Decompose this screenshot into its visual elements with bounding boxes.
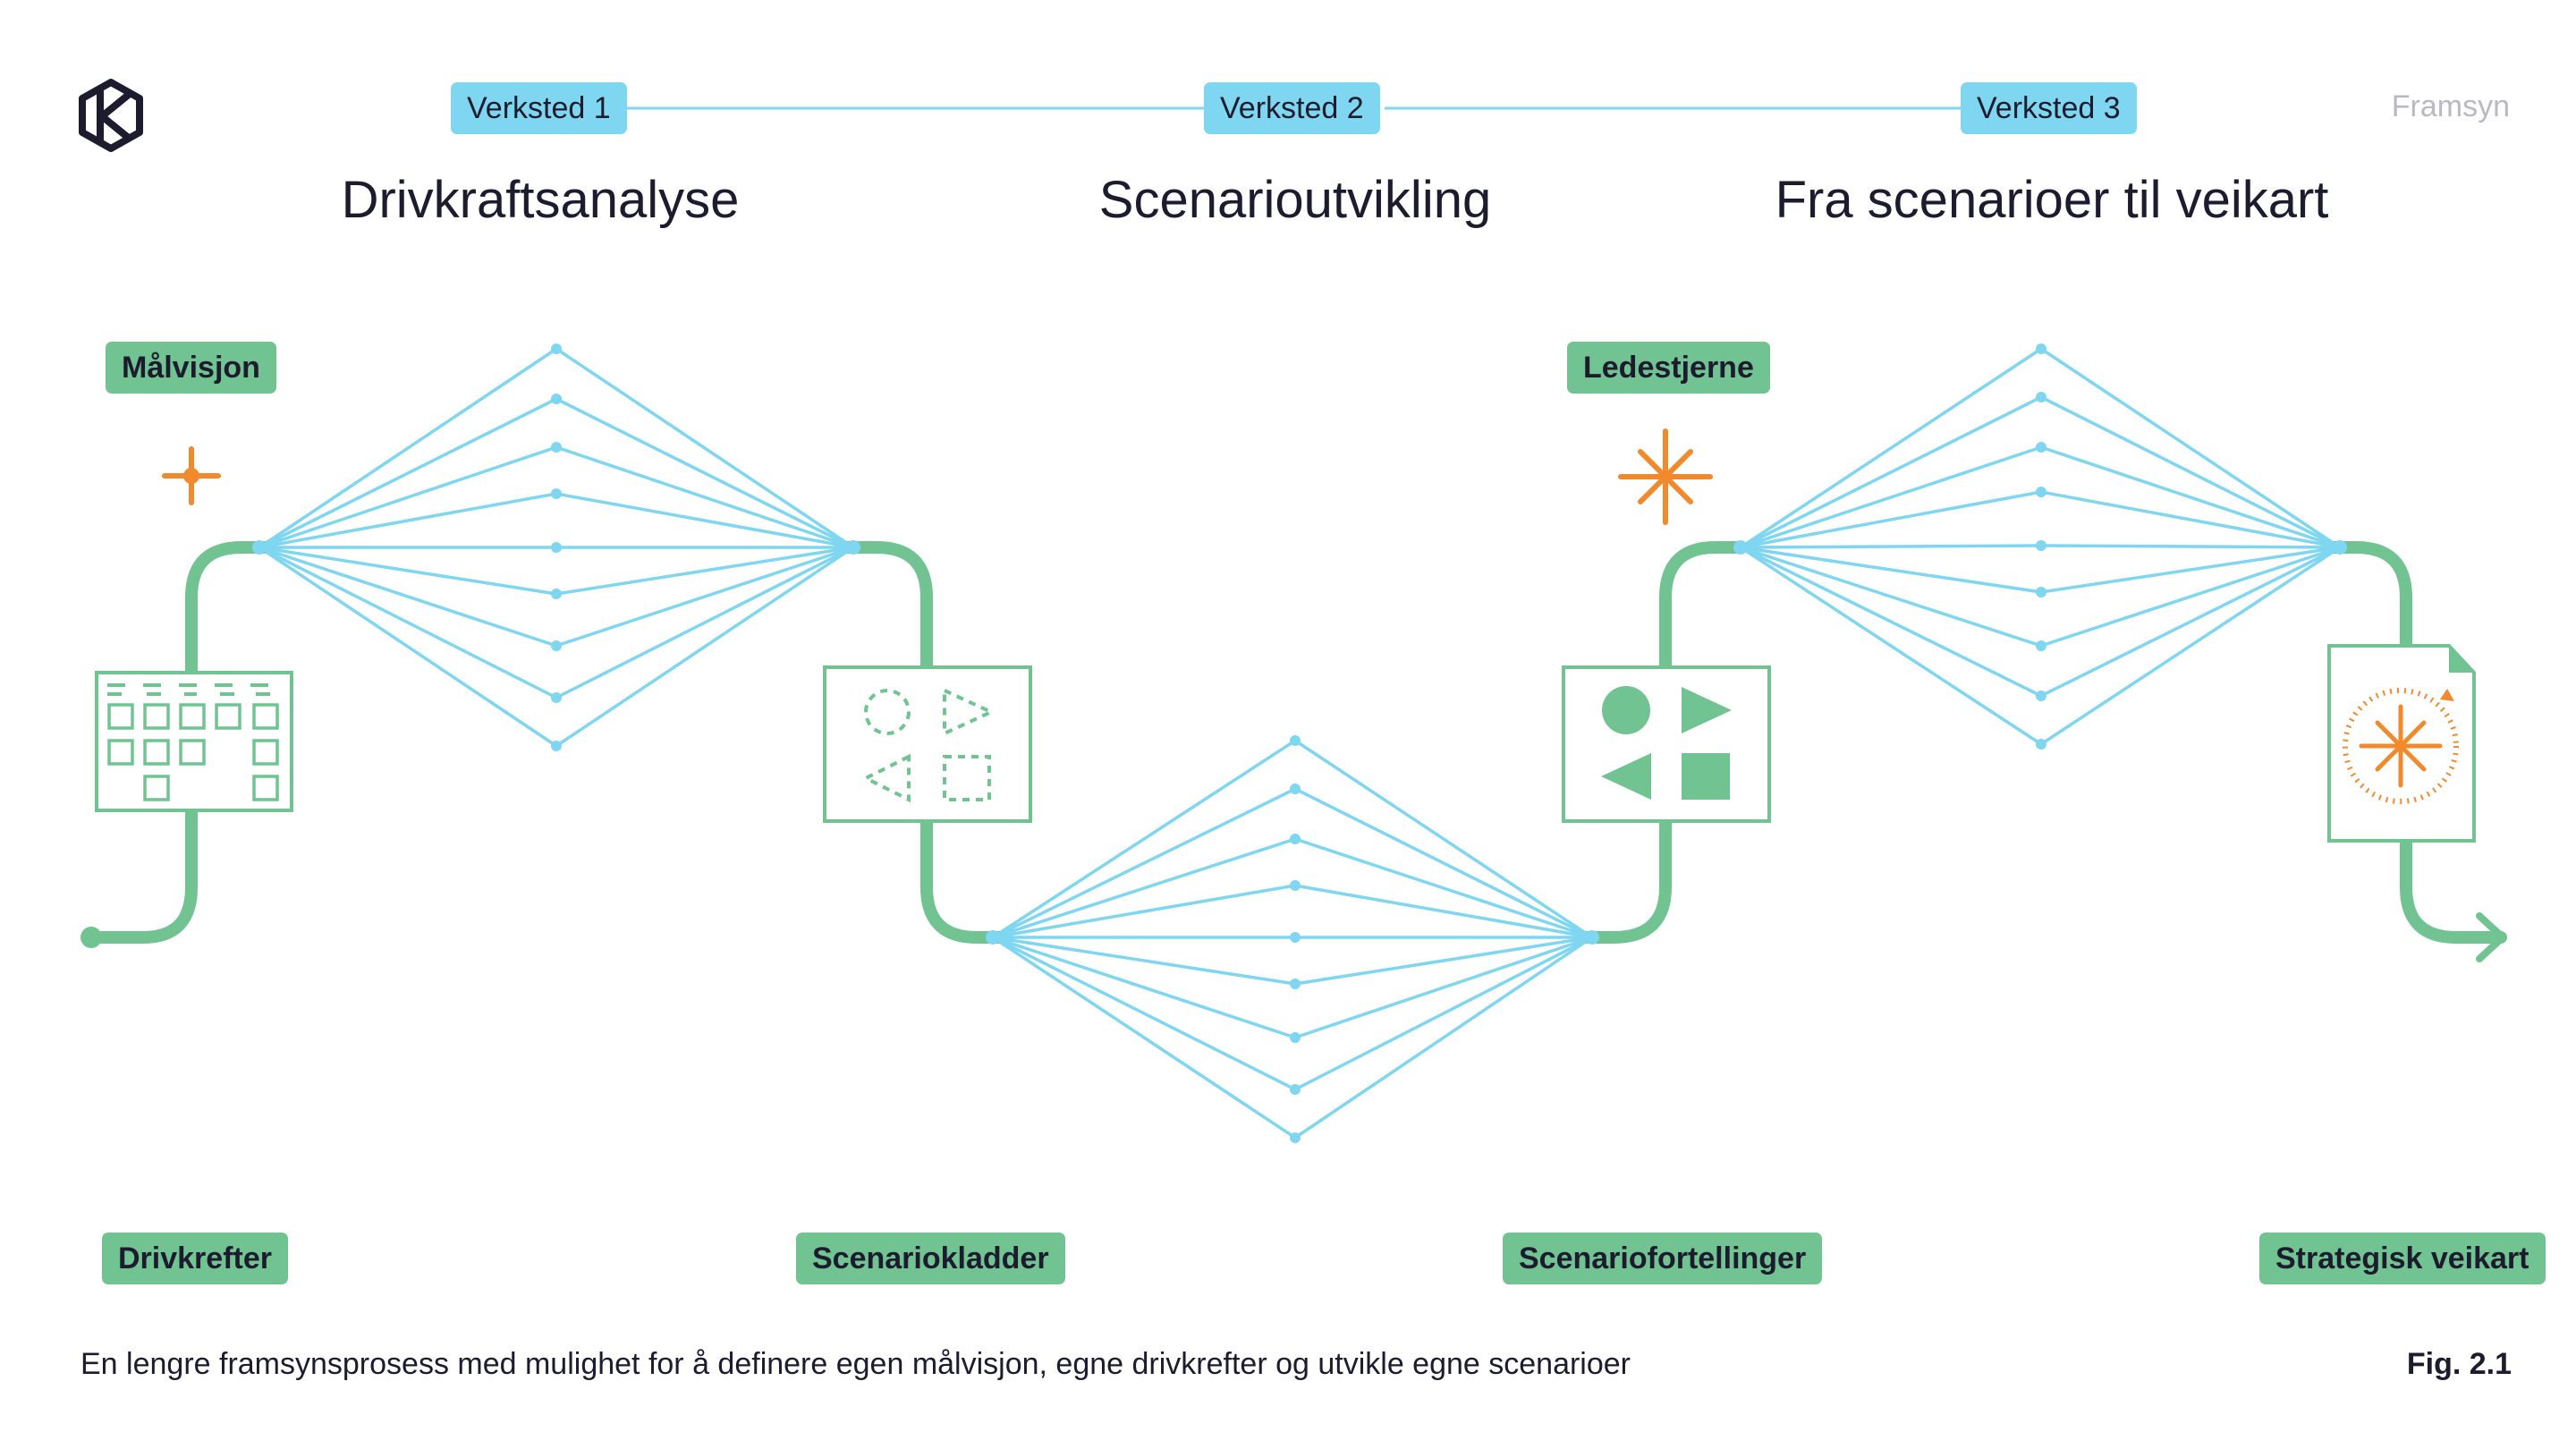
fan-node	[1290, 1132, 1301, 1143]
calendar-grid-icon	[95, 671, 293, 812]
fan-node	[2036, 343, 2046, 354]
figure-caption: En lengre framsynsprosess med mulighet f…	[80, 1347, 1631, 1381]
fan-node	[2036, 640, 2046, 651]
workshop-title-1: Drivkraftsanalyse	[341, 171, 740, 229]
process-path	[85, 541, 2507, 944]
workshop-badge-3: Verksted 3	[1961, 82, 2137, 134]
fan-line	[258, 546, 854, 596]
hexagon-k-logo-icon	[79, 79, 143, 152]
fan-line	[1740, 546, 2341, 698]
fan-line	[1740, 395, 2341, 549]
fan-hub	[846, 540, 860, 555]
star-burst-icon	[1618, 428, 1713, 525]
fan-node	[551, 589, 562, 599]
fan-node	[2036, 739, 2046, 750]
fan-line	[258, 397, 854, 549]
figure-label: Fig. 2.1	[2406, 1347, 2512, 1381]
fan-node	[551, 741, 562, 751]
stage-label-scenariofortellinger: Scenariofortellinger	[1503, 1233, 1823, 1284]
fan-hub	[986, 930, 1000, 945]
fan-node	[551, 692, 562, 703]
fan-node	[1290, 932, 1301, 943]
fan-line	[258, 546, 854, 699]
scenario-fan-3	[1733, 343, 2347, 750]
dashed-shapes-icon	[823, 665, 1032, 823]
fan-node	[551, 394, 562, 404]
scenario-fan-1	[252, 343, 860, 751]
fan-node	[551, 442, 562, 453]
fan-node	[1290, 979, 1301, 989]
fan-node	[1290, 1084, 1301, 1095]
fan-node	[2036, 442, 2046, 453]
sparkle-icon	[162, 446, 221, 505]
fan-hub	[1585, 930, 1599, 945]
document-compass-icon	[2327, 644, 2476, 843]
stage-label-scenariokladder: Scenariokladder	[796, 1233, 1065, 1284]
fan-node	[1290, 834, 1301, 844]
fan-hub	[252, 540, 267, 555]
solid-shapes-icon	[1562, 665, 1771, 823]
stage-label-malvisjon: Målvisjon	[106, 342, 276, 394]
fan-node	[551, 488, 562, 499]
stage-label-drivkrefter: Drivkrefter	[102, 1233, 288, 1284]
fan-node	[1290, 735, 1301, 746]
fan-node	[2036, 487, 2046, 497]
brand-label: Framsyn	[2391, 89, 2510, 123]
fan-node	[551, 640, 562, 651]
fan-line	[992, 787, 1593, 939]
stage-label-strategisk-veikart: Strategisk veikart	[2259, 1233, 2546, 1284]
scenario-fan-2	[986, 735, 1599, 1143]
fan-hub	[2333, 540, 2347, 555]
fan-node	[2036, 587, 2046, 597]
scenario-fans	[252, 343, 2347, 1143]
fan-node	[2036, 691, 2046, 701]
path-start-dot	[80, 927, 102, 948]
fan-line	[1740, 490, 2341, 549]
fan-node	[551, 343, 562, 354]
stage-label-ledestjerne: Ledestjerne	[1567, 342, 1770, 394]
arrow-right-icon	[2476, 912, 2506, 962]
fan-line	[1740, 546, 2341, 594]
workshop-badge-1: Verksted 1	[451, 82, 627, 134]
workshop-badge-2: Verksted 2	[1204, 82, 1380, 134]
fan-node	[551, 542, 562, 553]
fan-line	[992, 936, 1593, 1091]
fan-node	[1290, 1032, 1301, 1043]
fan-hub	[1733, 540, 1748, 555]
fan-line	[992, 936, 1593, 986]
fan-node	[1290, 784, 1301, 794]
fan-node	[2036, 540, 2046, 551]
fan-node	[1290, 880, 1301, 891]
workshop-title-3: Fra scenarioer til veikart	[1775, 171, 2329, 229]
workshop-title-2: Scenarioutvikling	[1098, 171, 1492, 229]
fan-node	[2036, 392, 2046, 402]
